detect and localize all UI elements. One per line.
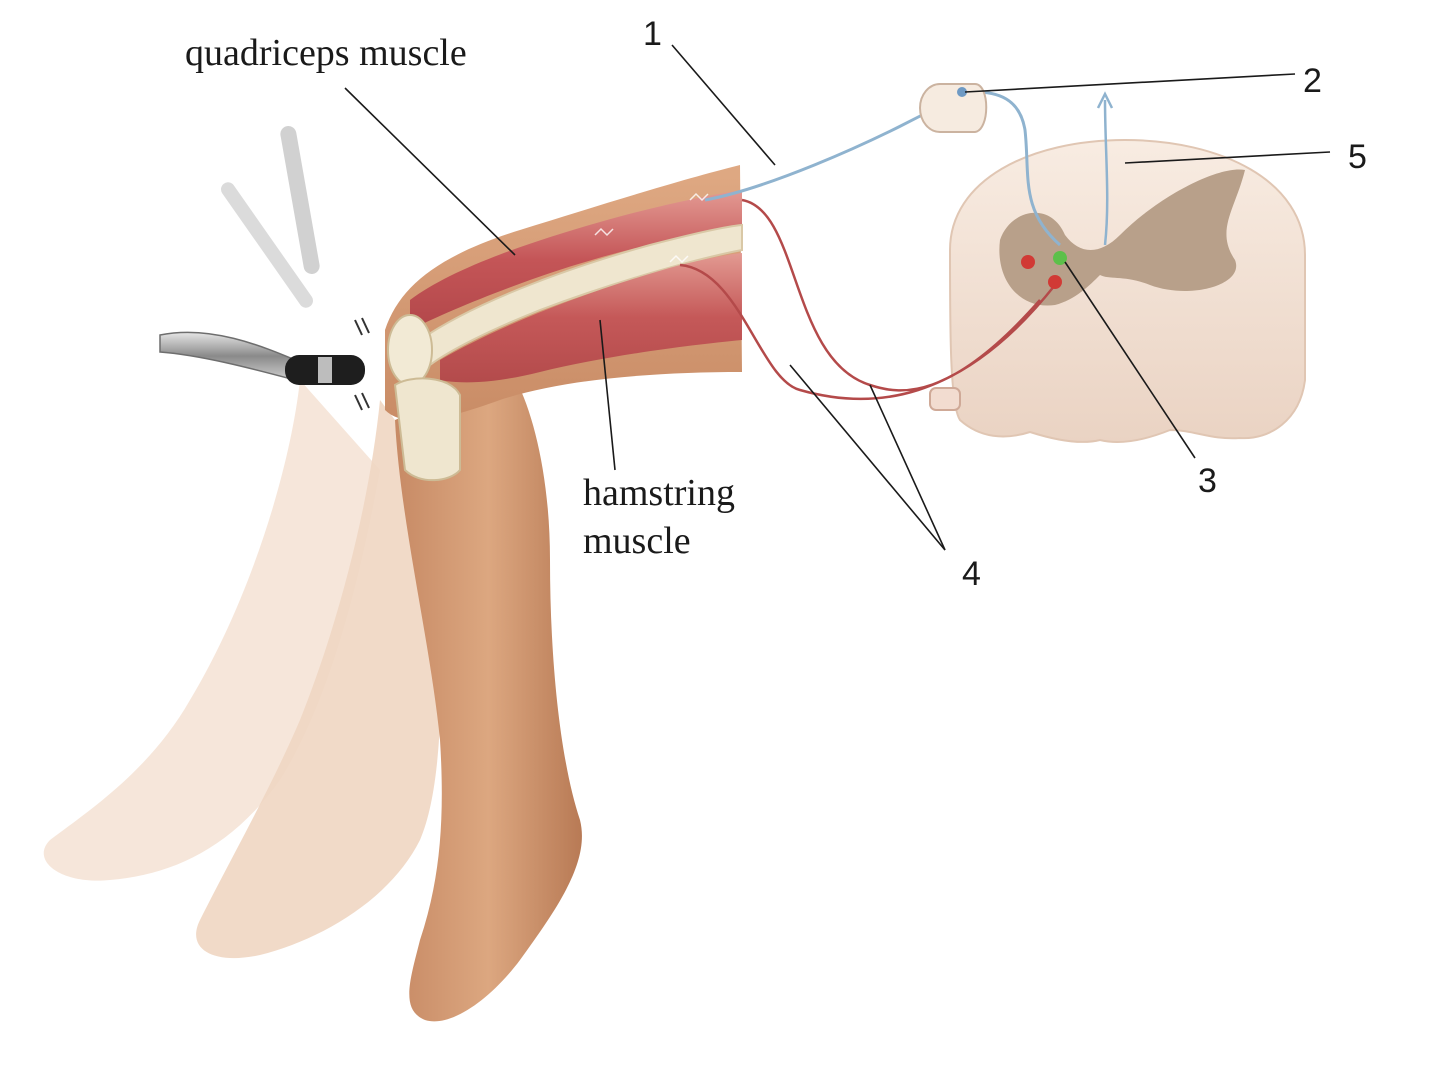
label-hamstring-2: muscle: [583, 520, 691, 562]
label-number-4: 4: [962, 555, 981, 593]
label-quadriceps: quadriceps muscle: [185, 32, 467, 74]
hammer-handle: [159, 331, 301, 381]
synapse-green: [1053, 251, 1067, 265]
spinal-cord-body: [948, 138, 1306, 443]
patella: [387, 314, 433, 386]
leader-lines: [344, 44, 1331, 551]
synapse-red-2: [1048, 275, 1062, 289]
ghost-leg-far: [43, 380, 380, 881]
label-number-5: 5: [1348, 138, 1367, 176]
label-number-2: 2: [1303, 62, 1322, 100]
ventral-root: [929, 387, 961, 411]
ascending-tract: [1103, 99, 1109, 246]
tibia-top: [393, 377, 461, 482]
dorsal-root-ganglion: [919, 83, 988, 133]
impact-marks-icon: [354, 317, 370, 411]
leader-4a: [789, 364, 946, 551]
ascending-arrow-icon: [1096, 91, 1114, 109]
leader-1: [671, 44, 776, 166]
sensory-cell-body: [957, 87, 967, 97]
reflex-hammer: [159, 126, 370, 411]
spinal-cord-section: [679, 83, 1306, 443]
label-hamstring-1: hamstring: [583, 472, 735, 514]
label-number-3: 3: [1198, 462, 1217, 500]
hammer-ghost: [220, 126, 320, 308]
knee-joint: [387, 314, 461, 482]
leader-quadriceps: [344, 87, 516, 256]
synapse-red-1: [1021, 255, 1035, 269]
gray-matter: [999, 169, 1245, 306]
femur-bone: [418, 223, 743, 367]
hamstring-muscle-shape: [440, 253, 742, 383]
leader-hamstring: [599, 319, 616, 471]
quadriceps-muscle-shape: [410, 190, 742, 330]
leader-4b: [869, 384, 946, 551]
lower-leg: [395, 370, 582, 1022]
motor-neuron-paths: [679, 198, 1056, 401]
ghost-leg-near: [196, 400, 442, 959]
label-number-1: 1: [643, 15, 662, 53]
leader-3: [1064, 261, 1196, 459]
sensory-neuron-path: [704, 90, 1061, 247]
ghost-legs: [43, 380, 442, 959]
leader-2: [964, 73, 1296, 93]
muscle-spindles: [594, 192, 709, 264]
leader-5: [1124, 151, 1331, 164]
